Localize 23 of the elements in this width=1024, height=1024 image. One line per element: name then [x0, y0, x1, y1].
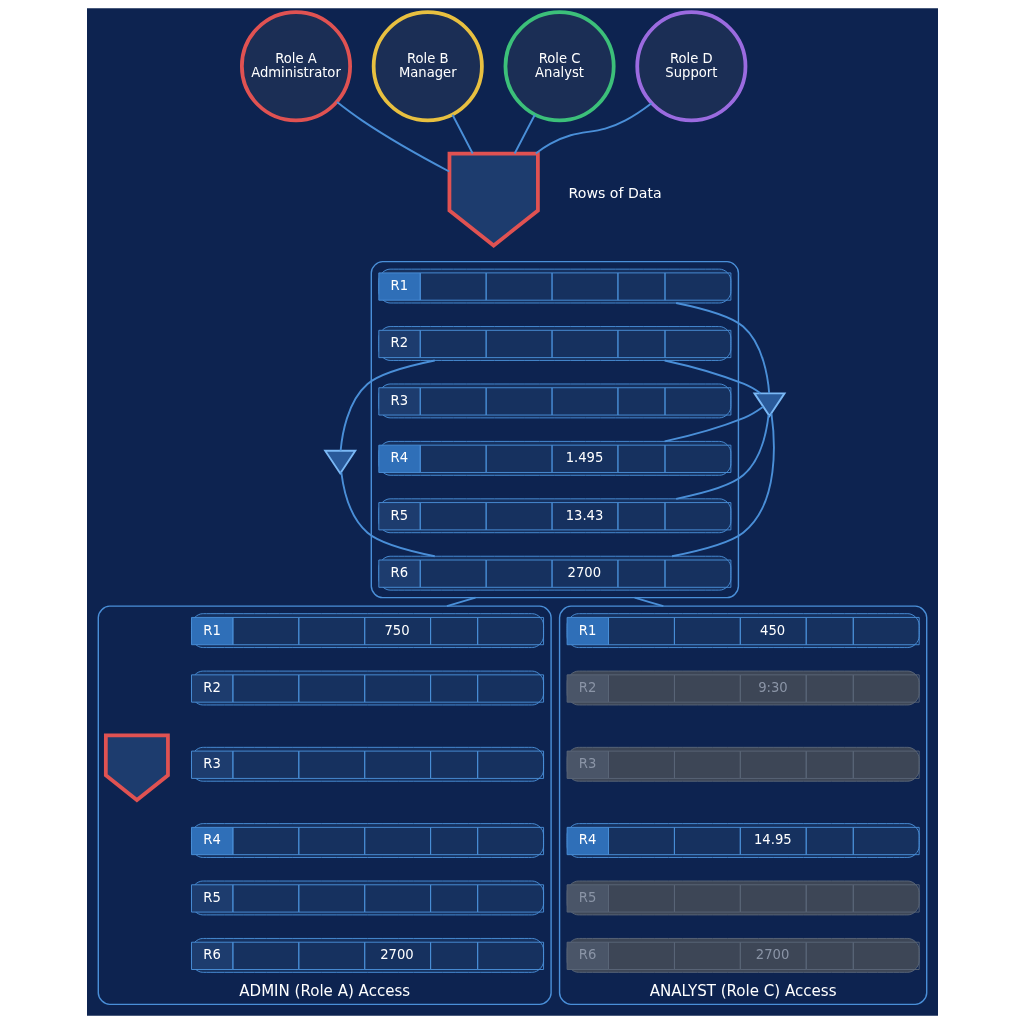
node-circle: Role A Administrator	[239, 10, 352, 123]
cluster	[370, 260, 739, 599]
connector	[670, 412, 775, 558]
node-shield	[447, 151, 540, 248]
node-funnel	[752, 392, 786, 418]
connector	[339, 359, 436, 452]
connector	[663, 359, 761, 395]
connector	[513, 113, 536, 155]
connector	[451, 113, 474, 155]
connector	[445, 596, 476, 608]
node-circle: Role D Support	[634, 10, 747, 123]
node-funnel	[322, 449, 357, 476]
connector	[633, 596, 664, 608]
connector	[339, 471, 436, 558]
node-shield	[103, 733, 170, 803]
connector	[534, 102, 652, 155]
node-circle: Role C Analyst	[503, 10, 616, 123]
connector	[674, 302, 770, 395]
connector	[663, 405, 764, 443]
node-circle: Role B Manager	[371, 10, 484, 123]
connector	[674, 413, 770, 500]
connector	[335, 101, 450, 173]
label: Rows of Data	[568, 185, 662, 202]
